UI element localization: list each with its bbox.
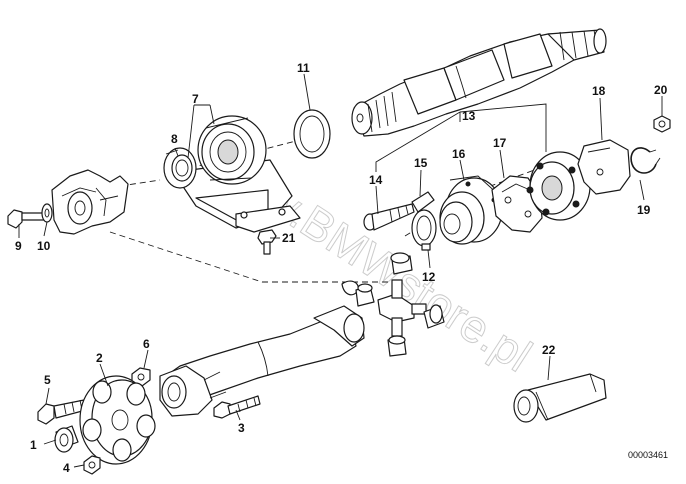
coupling-part-16 (439, 175, 503, 245)
plate-part-18 (577, 139, 631, 195)
callout-10: 10 (37, 239, 51, 253)
sleeve-part-1 (54, 425, 79, 453)
callout-16: 16 (452, 147, 466, 161)
flex-disc-part-2 (79, 375, 156, 465)
callout-11: 11 (297, 61, 310, 75)
callout-numbers: 1 2 3 4 5 6 7 8 9 10 11 12 13 14 15 16 1… (15, 61, 668, 475)
ring-part-11 (293, 109, 331, 159)
bolt-part-3 (213, 395, 261, 419)
bolt-part-21 (257, 229, 277, 255)
callout-20: 20 (654, 83, 668, 97)
callout-22: 22 (542, 343, 556, 357)
diagram-code: 00003461 (628, 450, 668, 460)
callout-6: 6 (143, 337, 150, 351)
callout-12: 12 (422, 270, 436, 284)
grease-tube-part-22 (513, 373, 607, 423)
leader-lines (18, 73, 663, 468)
universal-joint-kit (341, 252, 445, 357)
callout-1: 1 (30, 438, 37, 452)
nut-part-4 (83, 455, 101, 475)
callout-17: 17 (493, 136, 507, 150)
callout-7: 7 (192, 92, 199, 106)
clip-part-12 (411, 209, 437, 251)
upper-propeller-shaft (351, 28, 607, 137)
callout-4: 4 (63, 461, 70, 475)
callout-21: 21 (282, 231, 296, 245)
bolt-part-5 (37, 399, 87, 425)
callout-13: 13 (462, 109, 476, 123)
flange-yoke (51, 169, 129, 235)
washer-part-10 (41, 203, 53, 223)
bolt-part-14 (363, 203, 415, 231)
callout-18: 18 (592, 84, 606, 98)
callout-3: 3 (238, 421, 245, 435)
bearing-part-8 (163, 147, 197, 189)
retainer-part-15 (411, 191, 435, 213)
callout-15: 15 (414, 156, 428, 170)
callout-5: 5 (44, 373, 51, 387)
lower-propeller-shaft (159, 305, 365, 417)
callout-2: 2 (96, 351, 103, 365)
nut-part-20 (653, 115, 671, 133)
callout-14: 14 (369, 173, 383, 187)
circlip-part-19 (630, 147, 661, 174)
center-bearing-support (183, 115, 301, 233)
callout-8: 8 (171, 132, 178, 146)
callout-9: 9 (15, 239, 22, 253)
callout-19: 19 (637, 203, 651, 217)
bolt-part-9 (7, 209, 45, 229)
